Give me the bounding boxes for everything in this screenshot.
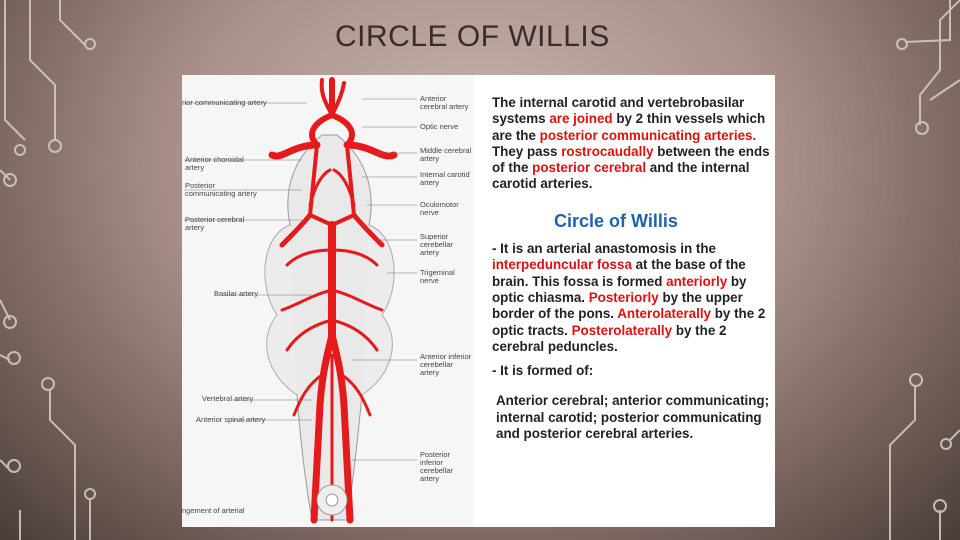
label-trigeminal-nerve: Trigeminal nerve [420,268,455,285]
highlighted-term: posterior communicating arteries. [539,127,757,143]
label-vertebral-artery: Vertebral artery [202,394,254,403]
paragraph-posterior-communicating: The internal carotid and vertebrobasilar… [492,95,777,193]
paragraph-artery-list: Anterior cerebral; anterior communicatin… [496,393,770,442]
brain-vessel-illustration [184,77,417,524]
label-anterior-spinal: Anterior spinal artery [196,415,266,424]
section-subtitle: Circle of Willis [554,210,678,231]
label-posterior-cerebral: Posterior cerebral artery [185,215,245,232]
label-basilar-artery: Basilar artery [214,289,259,298]
paragraph-interpeduncular-fossa: - It is an arterial anastomosis in the i… [492,241,777,355]
label-anterior-inferior-cerebellar: Anterior inferior cerebellar artery [420,352,472,377]
label-superior-cerebellar: Superior cerebellar artery [420,232,453,257]
label-arrangement-of-arterial: ngement of arterial [182,506,245,515]
highlighted-term: Posterolaterally [571,322,673,338]
label-anterior-cerebral: Anterior cerebral artery [420,94,469,111]
label-internal-carotid: Internal carotid artery [420,170,470,187]
body-text: by 2 thin vessels which are the [492,111,766,143]
body-text: - It is an arterial anastomosis in the [492,241,716,257]
slide-title: CIRCLE OF WILLIS [335,20,610,53]
body-text: and the internal carotid arteries. [492,160,750,192]
body-text: The internal carotid and vertebrobasilar… [492,95,745,127]
body-text: between the ends of the [492,143,770,176]
label-anterior-choroidal: Anterior choroidal artery [185,155,244,172]
label-oculomotor-nerve: Oculomotor nerve [420,200,459,217]
explanation-text: The internal carotid and vertebrobasilar… [492,95,777,442]
highlighted-term: Anterolaterally [617,306,712,322]
body-text: at the base of the brain. This fossa is … [492,257,746,289]
body-text: They pass [492,143,562,159]
label-posterior-inferior-cerebellar: Posterior inferior cerebellar artery [420,450,453,483]
content-panel: rior communicating artery Anterior choro… [182,75,775,527]
label-communicating-artery: rior communicating artery [182,98,267,107]
circle-of-willis-figure: rior communicating artery Anterior choro… [182,75,474,527]
highlighted-term: posterior cerebral [532,160,647,176]
label-optic-nerve: Optic nerve [420,122,459,131]
body-text: by the 2 cerebral peduncles. [492,322,727,354]
highlighted-term: are joined [549,111,613,127]
body-text: by the upper border of the pons. [492,289,743,322]
paragraph-formed-of: - It is formed of: [492,363,594,379]
highlighted-term: Posteriorly [588,289,659,305]
highlighted-term: interpeduncular fossa [492,257,632,273]
body-text: by optic chiasma. [492,273,747,305]
label-middle-cerebral: Middle cerebral artery [420,146,472,163]
label-posterior-communicating: Posterior communicating artery [185,181,257,198]
highlighted-term: anteriorly [666,273,728,289]
highlighted-term: rostrocaudally [561,143,654,159]
body-text: by the 2 optic tracts. [492,306,766,338]
